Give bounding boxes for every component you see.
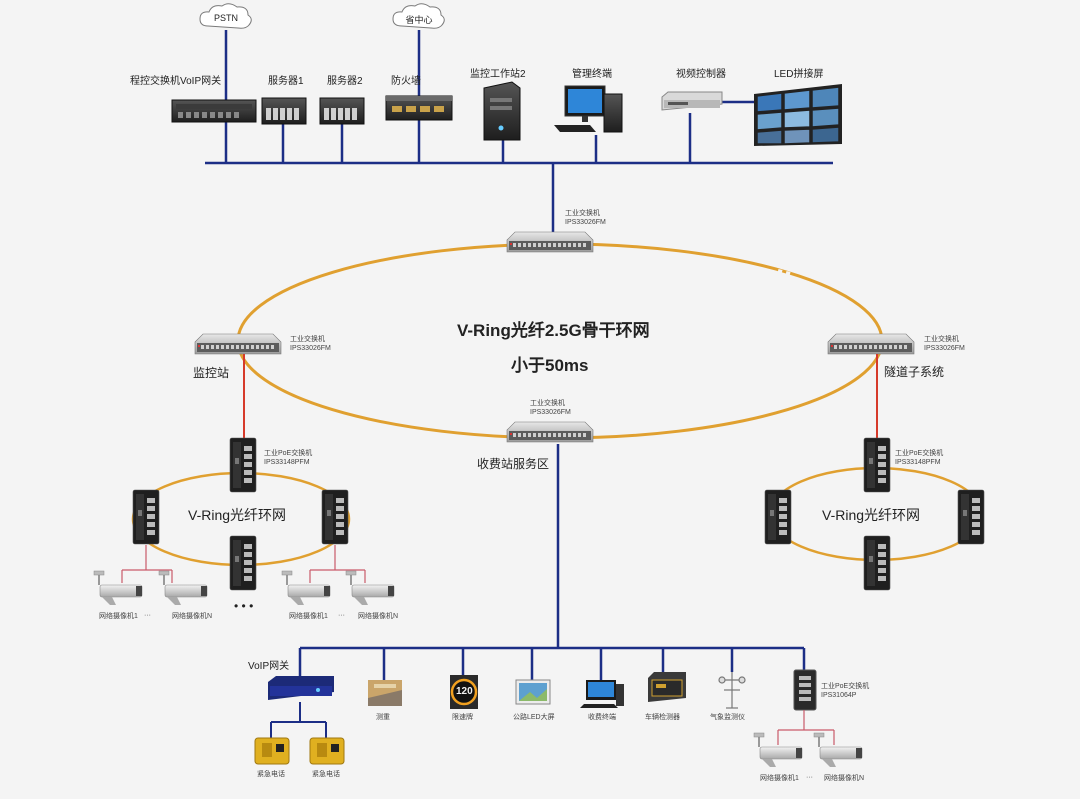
camera-links-left: [121, 545, 366, 583]
backbone-switch-bottom: [506, 421, 594, 443]
backbone-switch-top: [506, 231, 594, 253]
top-switch-name: 工业交换机: [565, 210, 600, 217]
emergency-phone-1: [254, 737, 290, 765]
pstn-cloud-label: PSTN: [213, 13, 238, 23]
speed-limit-value: 120: [456, 686, 473, 697]
camera-left-b-dots: ···: [338, 612, 345, 619]
right-poe-switch-right: [957, 489, 985, 545]
right-poe-switch-bottom: [863, 535, 891, 591]
server-1-device: [261, 97, 307, 125]
left-poe-switch-top: [229, 437, 257, 493]
bottom-camera-links: [777, 710, 835, 745]
right-switch-name: 工业交换机: [924, 336, 959, 343]
left-poe-switch-name: 工业PoE交换机: [264, 450, 313, 457]
backbone-switch-left: [194, 333, 282, 355]
left-switch-name: 工业交换机: [290, 336, 325, 343]
backbone-ring-title: V-Ring光纤2.5G骨干环网: [457, 321, 650, 340]
highway-led-screen-device: [515, 679, 551, 705]
provincial-center-cloud-label: 省中心: [405, 15, 433, 25]
camera-left-a1: [93, 570, 143, 606]
camera-bottom-n: [813, 732, 863, 768]
bottom-poe-switch-model: IPS31064P: [821, 692, 857, 699]
video-controller-device: [661, 91, 723, 111]
top-switch-model: IPS33026FM: [565, 219, 606, 226]
right-poe-switch-name: 工业PoE交换机: [895, 450, 944, 457]
provincial-center-cloud: [392, 3, 445, 29]
weighing-label: 测重: [376, 714, 390, 721]
weather-monitor-device: [718, 672, 746, 709]
emergency-phone-2: [309, 737, 345, 765]
left-subring-label: V-Ring光纤环网: [188, 507, 287, 523]
toll-terminal-label: 收费终端: [588, 714, 616, 721]
site-tunnel-subsystem: 隧道子系统: [884, 365, 945, 379]
server-1-label: 服务器1: [268, 76, 304, 87]
camera-left-a-dots: ···: [144, 612, 151, 619]
right-poe-switch-left: [764, 489, 792, 545]
video-controller-label: 视频控制器: [676, 69, 726, 80]
weighing-device: [368, 680, 402, 706]
site-toll-service-area: 收费站服务区: [477, 457, 550, 471]
left-poe-switch-bottom: [229, 535, 257, 591]
speed-limit-sign-device: [450, 675, 478, 709]
bottom-switch-name: 工业交换机: [530, 400, 565, 407]
camera-left-bn: [345, 570, 395, 606]
bottom-poe-switch-name: 工业PoE交换机: [821, 683, 870, 690]
vehicle-detector-label: 车辆检测器: [645, 714, 680, 721]
highway-led-screen-label: 公路LED大屏: [513, 714, 555, 721]
camera-left-bn-label: 网络摄像机N: [358, 613, 399, 620]
right-poe-switch-model: IPS33148PFM: [895, 459, 941, 466]
led-video-wall-device: [754, 84, 842, 146]
firewall-device: [385, 95, 453, 121]
bottom-bus: [270, 444, 806, 738]
uplinks: [243, 354, 878, 438]
bottom-switch-model: IPS33026FM: [530, 409, 571, 416]
pstn-cloud: [199, 3, 252, 29]
pbx-voip-gateway-label: 程控交换机VoIP网关: [130, 76, 222, 87]
firewall-label: 防火墙: [391, 76, 421, 87]
camera-bottom-1-label: 网络摄像机1: [760, 775, 799, 782]
voip-gateway-device: [268, 676, 334, 700]
site-monitoring-station: 监控站: [193, 366, 230, 380]
camera-left-b1: [281, 570, 331, 606]
camera-bottom-dots: ···: [806, 774, 813, 781]
monitoring-workstation-2-device: [483, 81, 521, 141]
server-2-device: [319, 97, 365, 125]
vehicle-detector-device: [648, 672, 686, 702]
left-poe-switch-left: [132, 489, 160, 545]
right-poe-switch-top: [863, 437, 891, 493]
weather-monitor-label: 气象监测仪: [710, 714, 745, 721]
emergency-phone-2-label: 紧急电话: [312, 771, 340, 778]
led-video-wall-label: LED拼接屏: [774, 69, 824, 80]
camera-ellipsis: • • •: [234, 599, 254, 613]
camera-bottom-n-label: 网络摄像机N: [824, 775, 865, 782]
left-poe-switch-right: [321, 489, 349, 545]
voip-gateway-label: VoIP网关: [248, 661, 290, 672]
bottom-poe-switch-device: [793, 669, 817, 711]
pbx-voip-gateway-device: [171, 99, 257, 123]
camera-left-an-label: 网络摄像机N: [172, 613, 213, 620]
camera-left-a1-label: 网络摄像机1: [99, 613, 138, 620]
left-switch-model: IPS33026FM: [290, 345, 331, 352]
backbone-switch-right: [827, 333, 915, 355]
speed-limit-sign-label: 限速牌: [452, 714, 473, 721]
monitoring-workstation-2-label: 监控工作站2: [470, 69, 526, 80]
emergency-phone-1-label: 紧急电话: [257, 771, 285, 778]
management-terminal-device: [554, 85, 623, 133]
server-2-label: 服务器2: [327, 76, 363, 87]
right-subring-label: V-Ring光纤环网: [822, 507, 921, 523]
camera-left-b1-label: 网络摄像机1: [289, 613, 328, 620]
toll-terminal-device: [580, 680, 624, 708]
backbone-ring-latency: 小于50ms: [511, 356, 589, 375]
management-terminal-label: 管理终端: [572, 69, 612, 80]
camera-left-an: [158, 570, 208, 606]
right-switch-model: IPS33026FM: [924, 345, 965, 352]
left-poe-switch-model: IPS33148PFM: [264, 459, 310, 466]
